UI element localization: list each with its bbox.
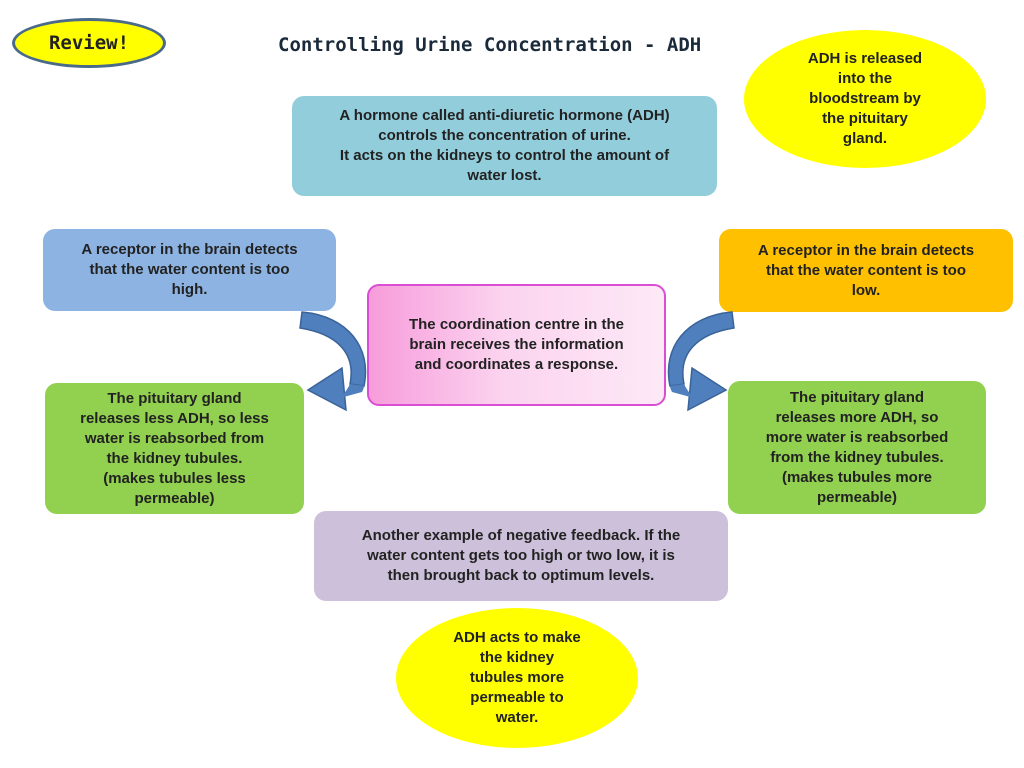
text-line: that the water content is too [765, 261, 966, 279]
text-line: A receptor in the brain detects [757, 241, 975, 259]
receptor-high-box: A receptor in the brain detects that the… [43, 229, 336, 311]
text-line: controls the concentration of urine. [378, 127, 631, 144]
text-line: A hormone called anti-diuretic hormone (… [339, 107, 670, 124]
text-line: water. [495, 709, 539, 726]
text-line: It acts on the kidneys to control the am… [339, 147, 670, 164]
page-title: Controlling Urine Concentration - ADH [278, 34, 702, 56]
text-line: permeable to [470, 689, 564, 706]
text-line: water is reabsorbed from [84, 429, 265, 447]
negative-feedback-box: Another example of negative feedback. If… [314, 511, 728, 601]
ellipse-adh-acts-text: ADH acts to make the kidney tubules more… [453, 628, 581, 728]
text-line: the kidney [479, 649, 555, 666]
text-line: The pituitary gland [789, 388, 925, 406]
text-line: Another example of negative feedback. If… [361, 527, 681, 544]
text-line: releases more ADH, so [775, 408, 939, 426]
right-curved-arrow-icon [667, 311, 735, 412]
text-line: into the [837, 70, 893, 87]
ellipse-adh-acts: ADH acts to make the kidney tubules more… [396, 608, 638, 748]
text-line: gland. [842, 130, 888, 147]
text-line: ADH acts to make [453, 629, 581, 646]
text-line: and coordinates a response. [414, 356, 619, 373]
adh-info-box: A hormone called anti-diuretic hormone (… [292, 96, 717, 196]
text-line: low. [851, 281, 881, 299]
receptor-low-box: A receptor in the brain detects that the… [719, 229, 1013, 312]
text-line: ADH is released [807, 50, 923, 67]
text-line: releases less ADH, so less [80, 409, 269, 427]
ellipse-adh-released: ADH is released into the bloodstream by … [744, 30, 986, 168]
less-adh-response-box: The pituitary gland releases less ADH, s… [45, 383, 304, 514]
text-line: from the kidney tubules. [770, 448, 944, 466]
text-line: permeable) [134, 489, 215, 507]
text-line: bloodstream by [809, 90, 921, 107]
more-adh-response-box: The pituitary gland releases more ADH, s… [728, 381, 986, 514]
left-curved-arrow-icon [299, 311, 367, 412]
text-line: high. [171, 281, 208, 298]
text-line: more water is reabsorbed [765, 428, 949, 446]
ellipse-adh-released-text: ADH is released into the bloodstream by … [808, 49, 922, 149]
review-badge: Review! [12, 18, 166, 68]
text-line: then brought back to optimum levels. [387, 567, 655, 584]
text-line: water content gets too high or two low, … [367, 547, 675, 564]
text-line: (makes tubules less [103, 469, 246, 487]
text-line: The coordination centre in the [408, 316, 625, 333]
coordination-centre-box: The coordination centre in the brain rec… [367, 284, 666, 406]
text-line: A receptor in the brain detects [81, 241, 298, 258]
text-line: brain receives the information [409, 336, 624, 353]
text-line: water lost. [467, 167, 542, 184]
text-line: that the water content is too [89, 261, 290, 278]
text-line: (makes tubules more [781, 468, 933, 486]
text-line: tubules more [469, 669, 565, 686]
text-line: permeable) [816, 488, 898, 506]
text-line: the pituitary [822, 110, 908, 127]
review-label: Review! [48, 32, 130, 54]
text-line: The pituitary gland [107, 389, 242, 407]
text-line: the kidney tubules. [106, 449, 243, 467]
